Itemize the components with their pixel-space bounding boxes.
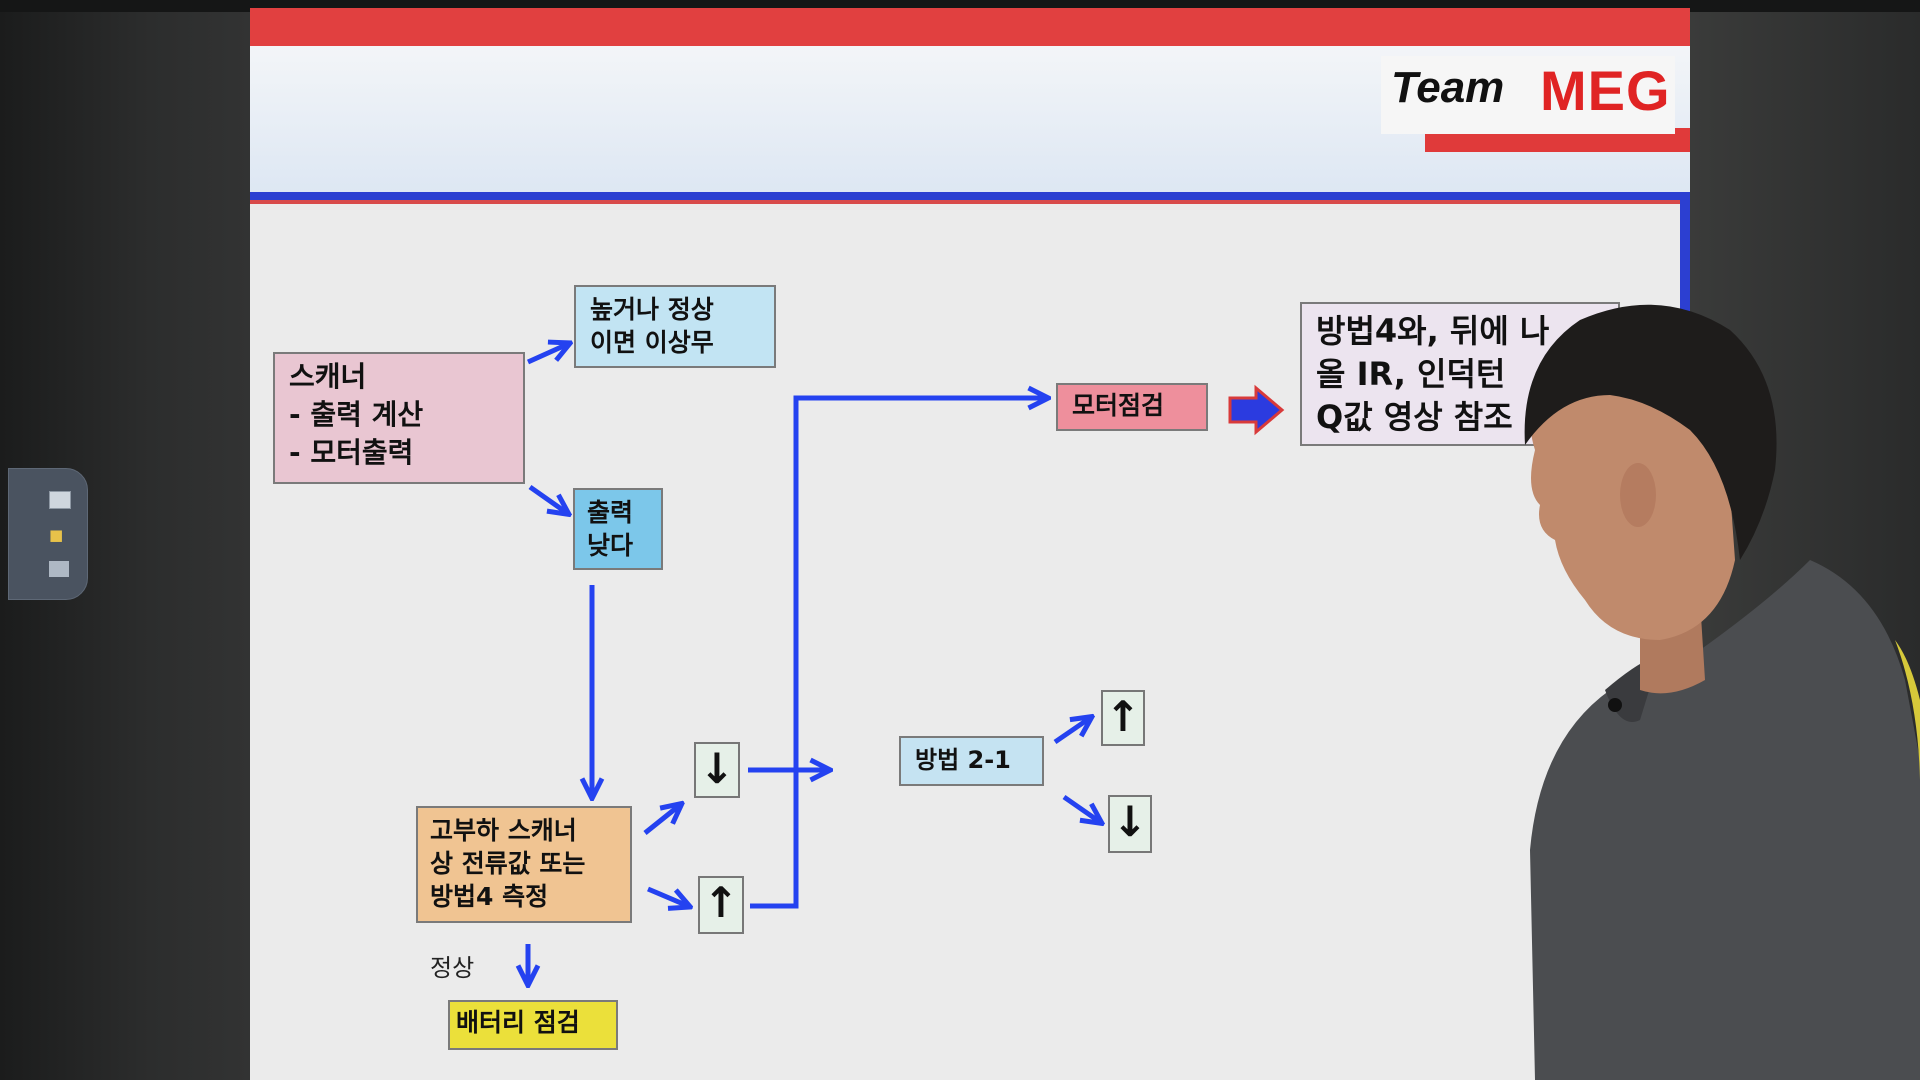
connector-method-to-down xyxy=(1062,794,1100,822)
presentation-slide: Team MEG xyxy=(250,8,1690,1080)
decrease-arrow-box: ↓ xyxy=(694,742,740,798)
load-scanner-line: 상 전류값 또는 xyxy=(430,849,586,878)
scanner-line: 스캐너 xyxy=(289,360,367,393)
load-scanner-line: 고부하 스캐너 xyxy=(430,816,577,845)
connector-load-to-down xyxy=(643,805,680,835)
output-low-box: 출력 낮다 xyxy=(573,488,663,570)
logo-brand-text: MEG xyxy=(1540,59,1671,122)
connector-method-to-up xyxy=(1053,718,1090,745)
slide-header-divider-red xyxy=(250,200,1690,204)
connector-up-to-motor xyxy=(750,398,1046,909)
big-arrow-motor-to-ref xyxy=(1228,384,1285,436)
logo-team-text: Team xyxy=(1391,63,1505,112)
windows-icon[interactable]: ■ xyxy=(49,526,64,544)
output-low-line: 출력 xyxy=(587,498,634,527)
output-low-line: 낮다 xyxy=(587,531,634,560)
slide-header-divider xyxy=(250,192,1690,200)
high-normal-line: 이면 이상무 xyxy=(590,328,714,357)
scanner-line: - 모터출력 xyxy=(289,436,414,469)
scanner-box: 스캐너 - 출력 계산 - 모터출력 xyxy=(273,352,525,484)
normal-label: 정상 xyxy=(430,954,475,982)
high-or-normal-box: 높거나 정상 이면 이상무 xyxy=(574,285,776,368)
battery-check-box: 배터리 점검 xyxy=(448,1000,618,1050)
monitor-icon[interactable] xyxy=(49,491,71,509)
connector-load-to-up xyxy=(647,886,688,906)
presenter-hair xyxy=(1524,304,1777,560)
method-decrease-arrow-box: ↓ xyxy=(1108,795,1152,853)
logo-box xyxy=(1381,56,1675,134)
presenter-shirt-stripe xyxy=(1895,640,1920,780)
method-increase-arrow-box: ↑ xyxy=(1101,690,1145,746)
connector-scanner-to-high xyxy=(526,344,568,365)
presenter-microphone xyxy=(1608,698,1622,712)
presenter-shirt xyxy=(1530,560,1920,1080)
reference-line: 올 IR, 인덕턴 xyxy=(1316,355,1506,393)
increase-arrow-box: ↑ xyxy=(698,876,744,934)
reference-line: Q값 영상 참조 xyxy=(1316,398,1513,436)
scanner-line: - 출력 계산 xyxy=(289,398,424,431)
load-scanner-line: 방법4 측정 xyxy=(430,882,549,911)
board-side-toolbar[interactable]: ■ xyxy=(8,468,88,600)
presenter-ear xyxy=(1620,463,1656,527)
reference-line: 방법4와, 뒤에 나 xyxy=(1316,312,1550,350)
high-normal-line: 높거나 정상 xyxy=(590,295,714,324)
settings-icon[interactable] xyxy=(49,561,69,577)
connector-scanner-to-low xyxy=(528,484,567,513)
load-scanner-box: 고부하 스캐너 상 전류값 또는 방법4 측정 xyxy=(416,806,632,923)
slide-top-band xyxy=(250,8,1690,46)
method-2-1-box: 방법 2-1 xyxy=(899,736,1044,786)
motor-check-box: 모터점검 xyxy=(1056,383,1208,431)
